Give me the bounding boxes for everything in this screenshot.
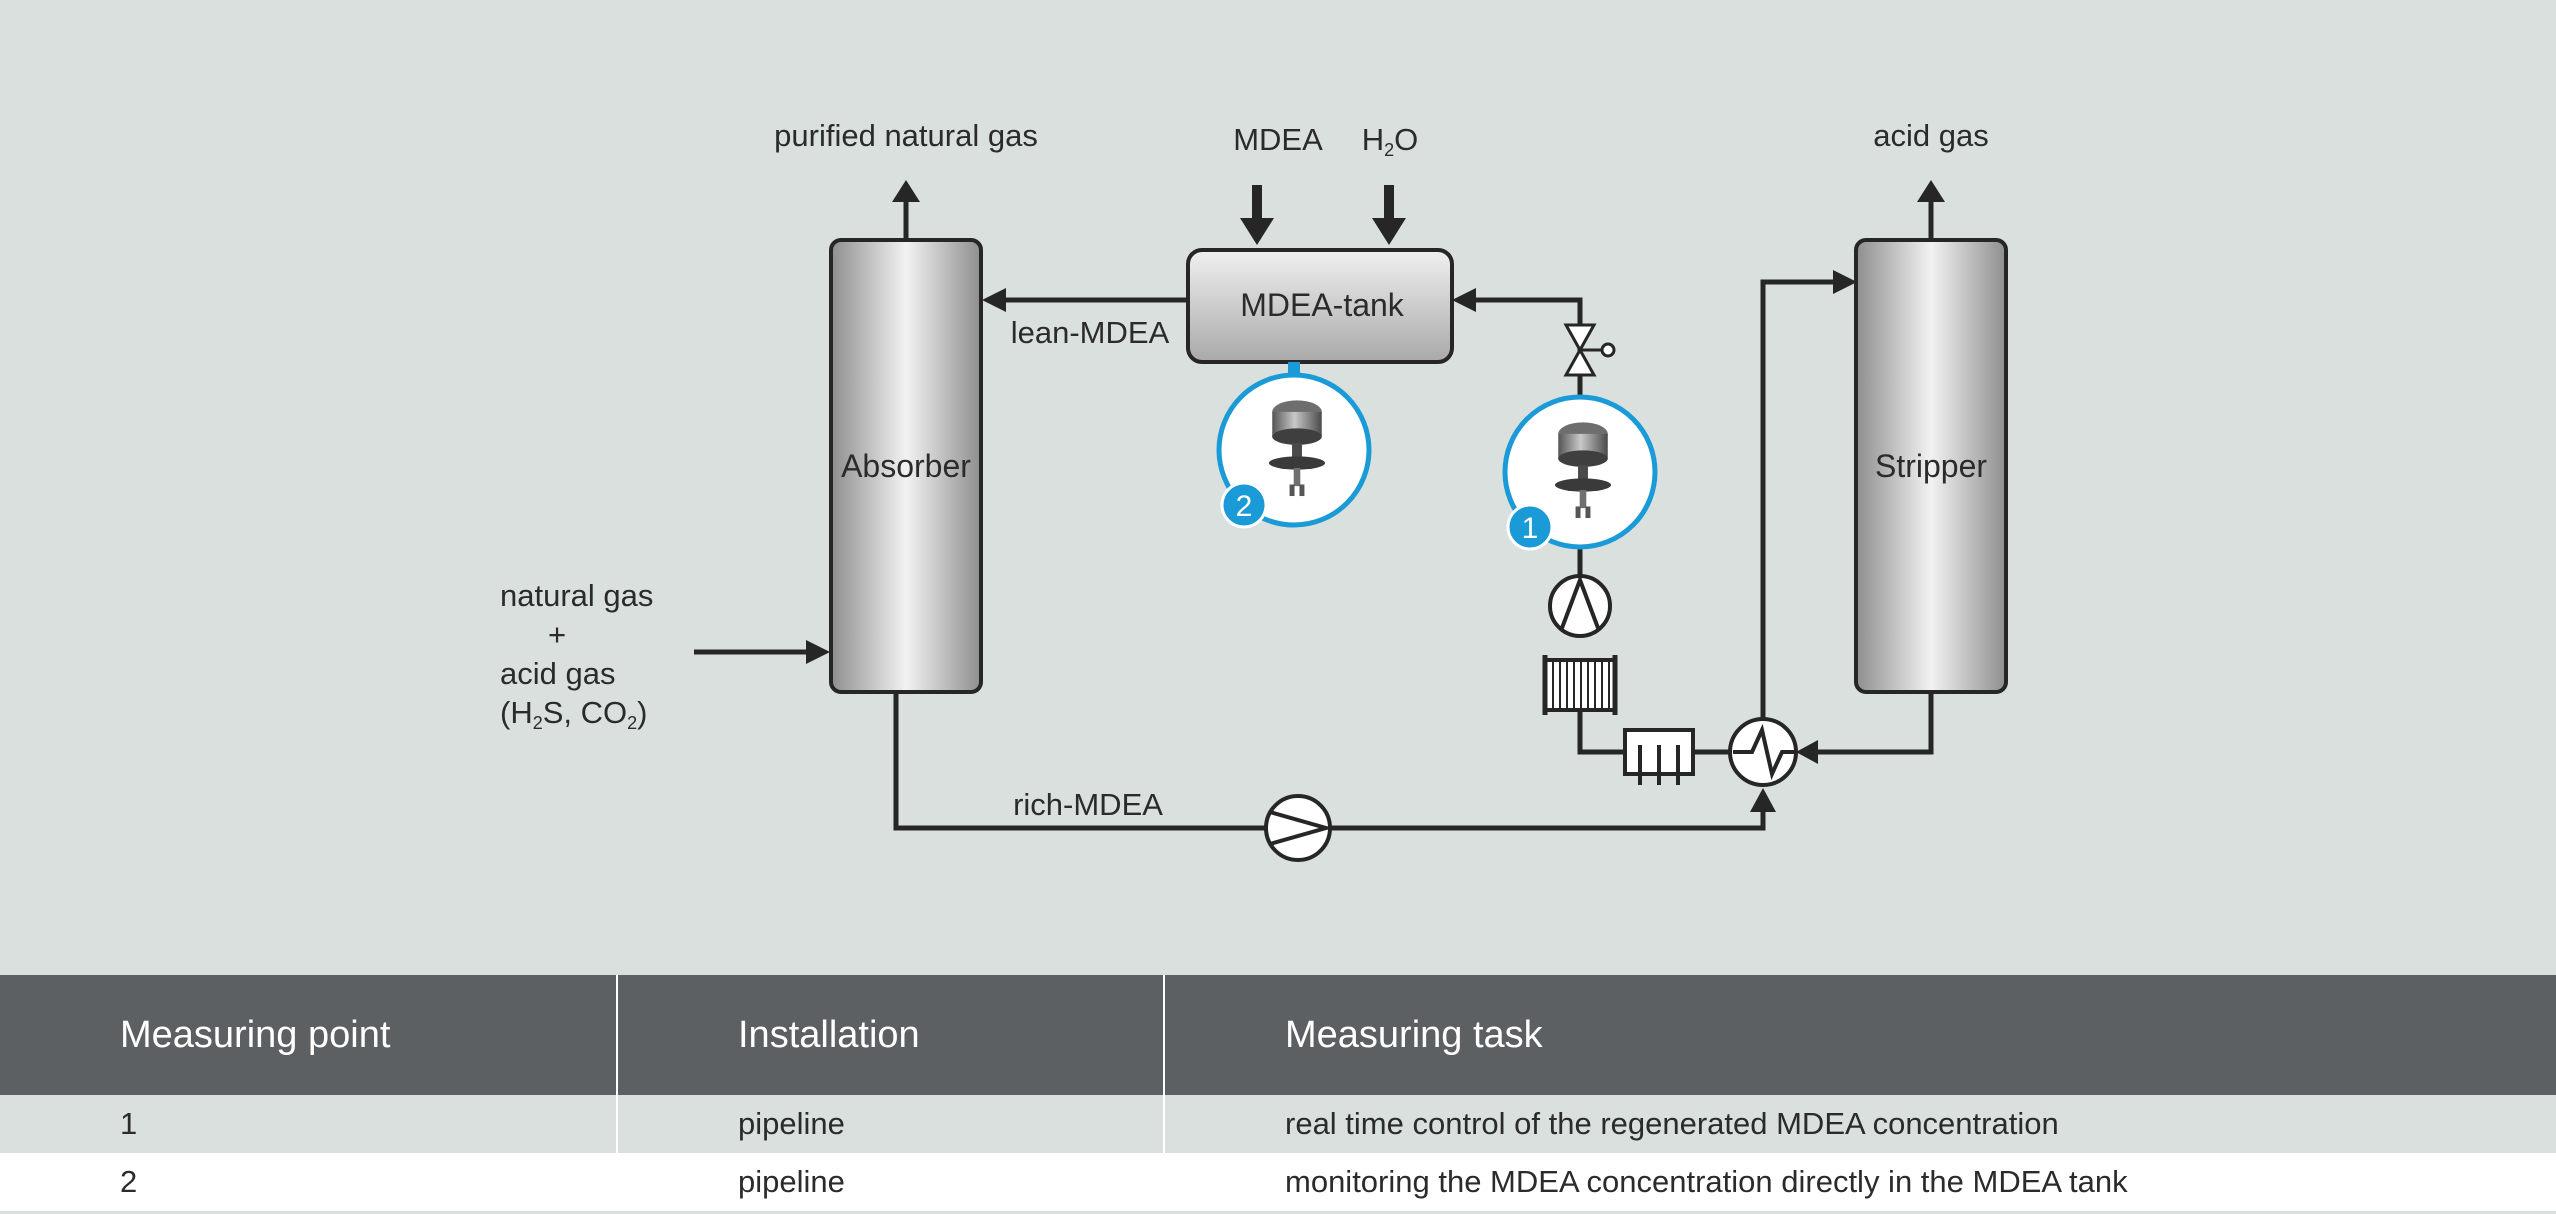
stripper-label: Stripper xyxy=(1875,448,1987,484)
rich-mdea-label: rich-MDEA xyxy=(1013,787,1163,822)
feed-label-line3: acid gas xyxy=(500,656,615,691)
mdea-inlet-arrow xyxy=(1240,218,1274,245)
rich-mdea-line xyxy=(893,692,1266,831)
lean-mdea-label: lean-MDEA xyxy=(1011,315,1170,350)
heat-exchanger-icon xyxy=(1728,717,1798,787)
sensor2-badge xyxy=(1220,481,1268,529)
sensor2-badge-label: 2 xyxy=(1236,490,1253,523)
table-cell: real time control of the regenerated MDE… xyxy=(1163,1095,2556,1153)
recycle-line-to-tank xyxy=(1470,297,1583,400)
table-cell: pipeline xyxy=(616,1095,1164,1153)
absorber-feed-arrow xyxy=(806,640,830,664)
hx-bottom-arrow xyxy=(1750,788,1776,812)
process-flow-diagram: 2 1 xyxy=(500,118,2008,862)
mdea-tank xyxy=(1186,248,1454,364)
pump-icon xyxy=(1548,574,1612,638)
purified-gas-arrow xyxy=(892,180,920,202)
rich-mdea-line-2 xyxy=(1330,810,1766,831)
mdea-label: MDEA xyxy=(1233,122,1323,157)
column-header-measuring-task: Measuring task xyxy=(1163,975,2556,1095)
absorber-label: Absorber xyxy=(841,448,971,484)
cooler-outlet-line xyxy=(1577,710,1625,755)
sensor1-badge-label: 1 xyxy=(1522,512,1539,545)
stripper-inlet-arrow xyxy=(1833,270,1857,294)
feed-label-line4: (H2S, CO2) xyxy=(500,695,647,733)
h2o-inlet-arrow xyxy=(1372,218,1406,245)
lean-mdea-arrow xyxy=(982,288,1006,312)
table-cell: pipeline xyxy=(616,1153,1164,1214)
filter-icon xyxy=(1623,728,1695,785)
table-row: 2 pipeline monitoring the MDEA concentra… xyxy=(0,1153,2556,1214)
stripper-inlet-line xyxy=(1760,279,1845,722)
tank-inlet-arrow xyxy=(1452,288,1476,312)
column-header-measuring-point: Measuring point xyxy=(0,975,617,1095)
process-diagram-area: 2 1 xyxy=(0,0,2556,975)
purified-gas-label: purified natural gas xyxy=(774,118,1038,153)
feed-label-line1: natural gas xyxy=(500,578,653,613)
measuring-points-table: Measuring point Installation Measuring t… xyxy=(0,975,2556,1214)
pump-icon xyxy=(1264,794,1334,862)
stripper-bottom-line xyxy=(1815,692,1934,755)
absorber-column xyxy=(829,238,983,694)
feed-label-line2: + xyxy=(548,617,566,652)
h2o-label: H2O xyxy=(1362,122,1419,160)
column-header-installation: Installation xyxy=(616,975,1164,1095)
cooler-icon xyxy=(1542,655,1618,715)
table-header-row: Measuring point Installation Measuring t… xyxy=(0,975,2556,1095)
mdea-tank-label: MDEA-tank xyxy=(1240,287,1405,323)
stripper-column xyxy=(1854,238,2008,694)
table-cell: 1 xyxy=(0,1095,617,1153)
acid-gas-arrow xyxy=(1917,180,1945,202)
hx-inlet-arrow xyxy=(1796,740,1818,764)
table-row: 1 pipeline real time control of the rege… xyxy=(0,1095,2556,1153)
table-cell: 2 xyxy=(0,1153,617,1214)
valve-icon xyxy=(1563,323,1616,377)
table-cell: monitoring the MDEA concentration direct… xyxy=(1163,1153,2556,1214)
sensor1-badge xyxy=(1506,503,1554,551)
acid-gas-label: acid gas xyxy=(1873,118,1988,153)
